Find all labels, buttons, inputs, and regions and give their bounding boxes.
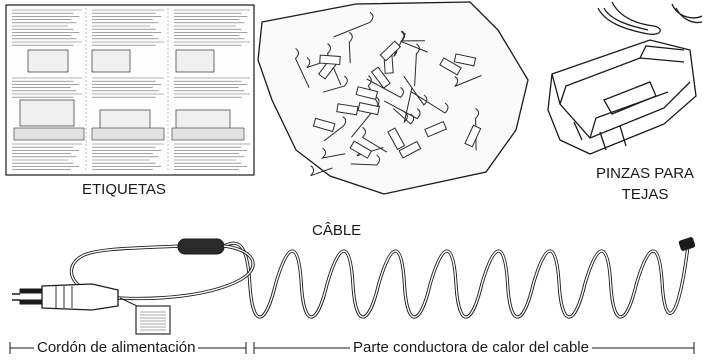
- heating-part-dimension-label: Parte conductora de calor del cable: [350, 339, 592, 357]
- plug-icon: [12, 283, 119, 311]
- cable-caption: CÂBLE: [312, 222, 362, 239]
- shingle-clips-caption-line2: TEJAS: [621, 186, 669, 203]
- labels-sheet-illustration: [5, 4, 255, 176]
- clips-bag-illustration: [257, 1, 529, 195]
- hang-tag-icon: [119, 297, 171, 335]
- power-cord-dimension-label: Cordón de alimentación: [34, 339, 199, 357]
- cable-illustration: [12, 237, 696, 335]
- labels-sheet-caption: ETIQUETAS: [82, 181, 166, 198]
- shingle-clips-illustration: [547, 1, 703, 155]
- shingle-clips-caption-line1: PINZAS PARA: [595, 165, 695, 182]
